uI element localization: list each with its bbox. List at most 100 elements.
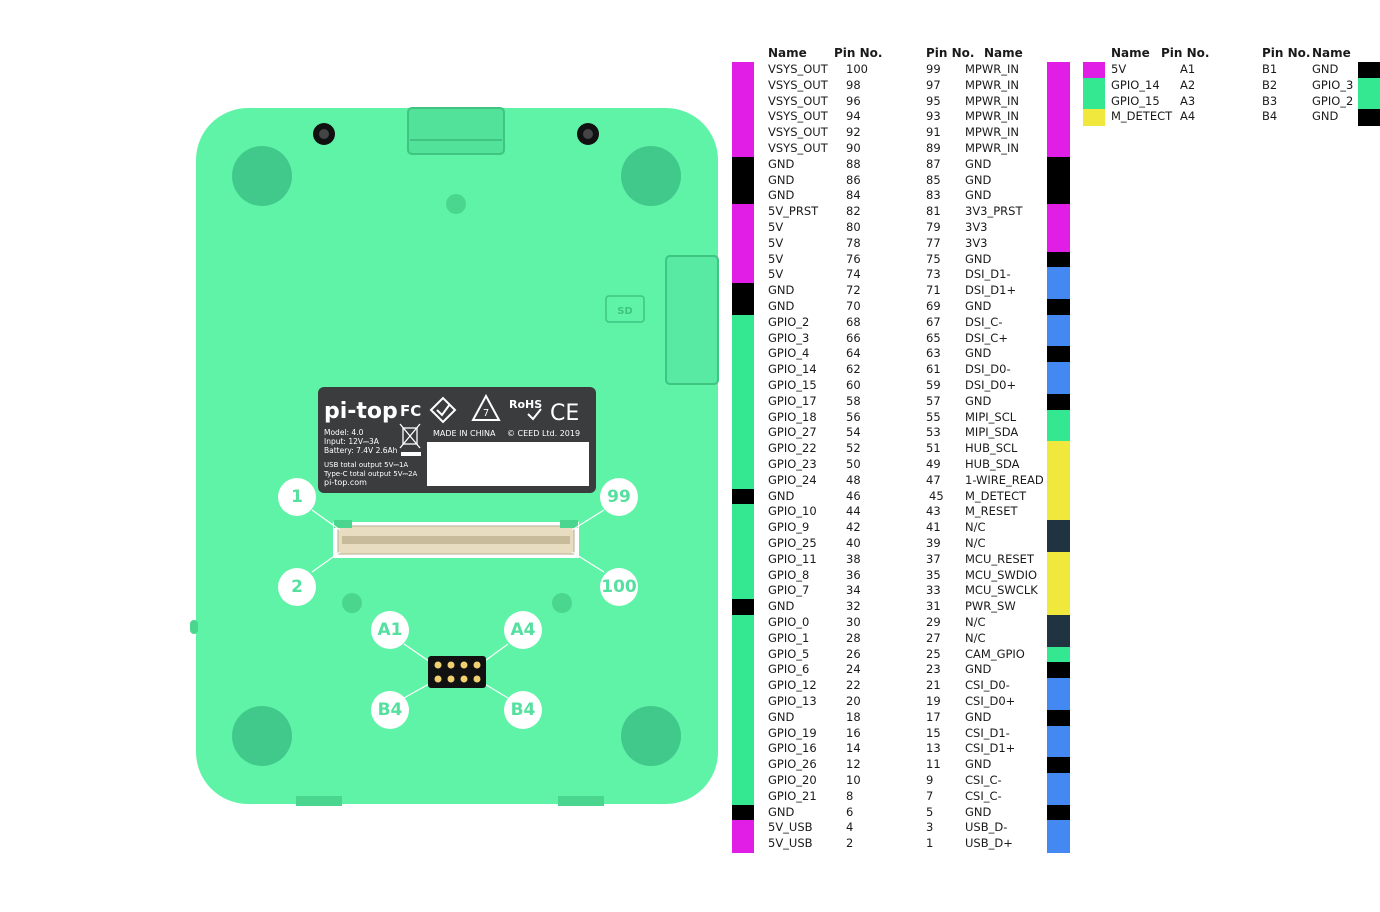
color-strip-even bbox=[732, 551, 754, 569]
label-brand: pi-top bbox=[324, 399, 398, 424]
color-strip-even bbox=[732, 93, 754, 110]
label-typec-output: Type-C total output 5V⎓2A bbox=[323, 470, 418, 478]
color-strip-odd bbox=[1047, 836, 1070, 853]
pin-name-even: 5V_USB bbox=[768, 836, 813, 851]
pin-number-odd: 89 bbox=[926, 141, 941, 155]
pin-name-odd: DSI_C- bbox=[965, 314, 1003, 329]
color-strip-odd bbox=[1047, 77, 1070, 95]
badge-b4-left: B4 bbox=[371, 691, 409, 729]
pin-number-odd: 69 bbox=[926, 299, 941, 313]
pin-number-even: 72 bbox=[846, 283, 861, 298]
pin-number-odd: 71 bbox=[926, 283, 941, 298]
pin-name-odd: MPWR_IN bbox=[965, 125, 1019, 140]
color-strip-even bbox=[732, 678, 754, 695]
pin-number-even: 24 bbox=[846, 662, 861, 677]
pin-number-even: 70 bbox=[846, 299, 861, 313]
color-strip-b bbox=[1358, 109, 1380, 126]
color-strip-odd bbox=[1047, 615, 1070, 632]
pin-name-even: GPIO_22 bbox=[768, 441, 817, 456]
pin-name-odd: DSI_D0+ bbox=[965, 378, 1017, 392]
pin-name-odd: DSI_D1+ bbox=[965, 283, 1017, 298]
color-strip-odd bbox=[1047, 820, 1070, 837]
pin-name-odd: N/C bbox=[965, 536, 986, 550]
pin-number-odd: 61 bbox=[926, 362, 941, 377]
pin-name-odd: M_DETECT bbox=[965, 488, 1027, 503]
pin-number-odd: 53 bbox=[926, 425, 941, 440]
color-strip-odd bbox=[1047, 678, 1070, 695]
pin-name-odd: GND bbox=[965, 299, 992, 313]
pin-name-even: GPIO_1 bbox=[768, 630, 810, 645]
color-strip-odd bbox=[1047, 314, 1070, 332]
color-strip-even bbox=[732, 330, 754, 347]
pin-name-even: GPIO_24 bbox=[768, 472, 817, 487]
a-pin-number: A3 bbox=[1180, 93, 1196, 108]
color-strip-odd bbox=[1047, 788, 1070, 806]
color-strip-odd bbox=[1047, 488, 1070, 505]
color-strip-odd bbox=[1047, 725, 1070, 742]
color-strip-b bbox=[1358, 93, 1380, 110]
header-left-pin: Pin No. bbox=[834, 46, 883, 60]
color-strip-even bbox=[732, 220, 754, 237]
pin-name-even: GPIO_5 bbox=[768, 646, 810, 661]
color-strip-odd bbox=[1047, 646, 1070, 663]
pin-number-even: 90 bbox=[846, 141, 861, 155]
b-pin-number: B4 bbox=[1262, 109, 1278, 124]
color-strip-odd bbox=[1047, 741, 1070, 758]
sd-slot bbox=[665, 255, 719, 385]
pin-name-even: 5V bbox=[768, 251, 784, 266]
color-strip-odd bbox=[1047, 551, 1070, 569]
color-strip-even bbox=[732, 77, 754, 95]
a-pin-name: GPIO_14 bbox=[1111, 77, 1160, 92]
color-strip-odd bbox=[1047, 62, 1070, 79]
pin-name-even: GPIO_0 bbox=[768, 615, 810, 629]
top-hinge bbox=[407, 107, 505, 155]
pin-name-even: VSYS_OUT bbox=[768, 141, 828, 155]
label-model: Model: 4.0 bbox=[324, 428, 364, 437]
pin-name-odd: GND bbox=[965, 393, 992, 408]
badge-a1: A1 bbox=[371, 611, 409, 649]
pin-number-odd: 79 bbox=[926, 220, 941, 234]
pin-name-odd: HUB_SDA bbox=[965, 457, 1020, 471]
pin-number-odd: 15 bbox=[926, 725, 941, 740]
pin-number-even: 28 bbox=[846, 630, 861, 645]
pin-name-even: VSYS_OUT bbox=[768, 62, 828, 76]
pin-name-even: VSYS_OUT bbox=[768, 125, 828, 140]
pin-number-even: 68 bbox=[846, 314, 861, 329]
pin-number-odd: 87 bbox=[926, 156, 941, 171]
pin-number-odd: 1 bbox=[926, 836, 934, 851]
color-strip-even bbox=[732, 567, 754, 584]
b-pin-name: GND bbox=[1312, 109, 1339, 124]
pin-number-even: 62 bbox=[846, 362, 861, 377]
sd-icon bbox=[605, 295, 645, 323]
b-pin-number: B2 bbox=[1262, 77, 1278, 92]
pin-number-even: 58 bbox=[846, 393, 861, 408]
pin-number-even: 66 bbox=[846, 330, 861, 345]
pin-name-odd: GND bbox=[965, 172, 992, 187]
pin-number-even: 22 bbox=[846, 678, 861, 693]
pin-number-odd: 31 bbox=[926, 599, 941, 614]
pin-number-even: 98 bbox=[846, 77, 861, 92]
pin-name-odd: GND bbox=[965, 188, 992, 203]
color-strip-odd bbox=[1047, 141, 1070, 158]
a-pin-number: A2 bbox=[1180, 77, 1196, 92]
pin-number-even: 50 bbox=[846, 457, 861, 471]
bump-right bbox=[552, 593, 572, 613]
pin-name-odd: MPWR_IN bbox=[965, 93, 1019, 108]
color-strip-odd bbox=[1047, 125, 1070, 142]
color-strip-odd bbox=[1047, 583, 1070, 600]
color-strip-odd bbox=[1047, 378, 1070, 395]
pin-name-odd: GND bbox=[965, 709, 992, 724]
pin-name-even: GPIO_12 bbox=[768, 678, 817, 693]
pin-number-odd: 43 bbox=[926, 504, 941, 519]
pin-name-even: GPIO_7 bbox=[768, 583, 810, 598]
pin-name-odd: N/C bbox=[965, 615, 986, 629]
a-pin-number: A4 bbox=[1180, 109, 1196, 124]
color-strip-even bbox=[732, 583, 754, 600]
pin-name-odd: DSI_C+ bbox=[965, 330, 1008, 345]
pin-number-even: 4 bbox=[846, 820, 854, 835]
color-strip-odd bbox=[1047, 188, 1070, 205]
color-strip-even bbox=[732, 536, 754, 553]
pin-name-even: GND bbox=[768, 188, 795, 203]
color-strip-odd bbox=[1047, 235, 1070, 253]
color-strip-even bbox=[732, 109, 754, 126]
